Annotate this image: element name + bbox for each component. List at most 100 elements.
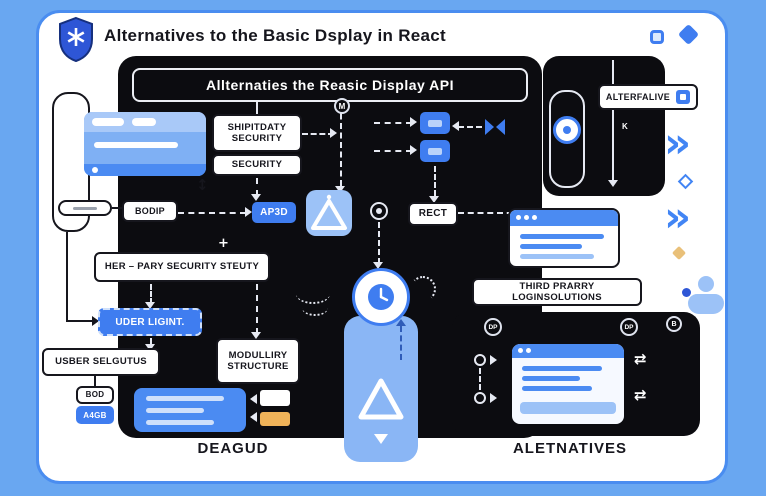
recycle-icon: [356, 376, 406, 422]
swap-arrows-icon: ⇄: [634, 350, 647, 368]
arrow-icon: [251, 332, 261, 339]
arrow-icon: [251, 194, 261, 201]
footer-dot: [92, 167, 98, 173]
node-label: Shipitdaty: [227, 121, 287, 133]
code-line: [146, 408, 204, 413]
swap-arrows-icon: ⇄: [634, 386, 647, 404]
connector-line: [479, 368, 481, 390]
stacked-square-icon: [420, 112, 450, 134]
connector-line: [302, 133, 334, 135]
header-dot: [532, 215, 537, 220]
connector-line: [256, 284, 258, 334]
connector-line: [150, 284, 152, 304]
node-uder-ligint: Uder Ligint.: [98, 308, 202, 336]
connector-line: [458, 126, 482, 128]
connector-line: [340, 104, 342, 186]
arrow-icon: [373, 262, 383, 269]
mini-app-dot: [680, 94, 687, 100]
node-third-party: Third Prarry Loginsolutions: [472, 278, 642, 306]
node-label: Modulliry: [228, 349, 288, 361]
connector-line: [150, 338, 152, 346]
connector-line: [94, 376, 96, 386]
shield-icon: [56, 16, 96, 64]
node-rect: Rect: [408, 202, 458, 226]
connector-line: [256, 102, 258, 114]
connector-line: [458, 212, 542, 214]
k-badge: K: [622, 122, 628, 131]
arrow-icon: [410, 117, 417, 127]
connector-line: [378, 222, 380, 264]
node-label: Structure: [227, 361, 289, 372]
code-line: [146, 396, 224, 401]
connector-line: [374, 122, 412, 124]
card-header: [512, 344, 624, 358]
recycle-pill: [344, 316, 418, 462]
connector-line: [178, 212, 246, 214]
double-chevron-icon: »: [664, 192, 692, 241]
node-label: Security: [231, 133, 283, 144]
arrow-icon: [410, 145, 417, 155]
connector-line: [612, 60, 614, 180]
connector-line: [434, 166, 436, 196]
header-dot: [518, 348, 523, 353]
node-alterfalive: Alterfalive: [598, 84, 698, 110]
arrow-icon: [250, 412, 257, 422]
ring-dot: [563, 126, 571, 134]
card-footer: [84, 164, 206, 176]
arrow-icon: [145, 302, 155, 309]
node-her-pary: Her – Pary Security Steuty: [94, 252, 270, 282]
arrow-icon: [250, 394, 257, 404]
stacked-square-icon: [420, 140, 450, 162]
code-block-card: [134, 388, 246, 432]
card-line: [520, 234, 604, 239]
connector-line: [374, 150, 412, 152]
code-line: [146, 420, 214, 425]
ring-circle-icon: [553, 116, 581, 144]
b-badge: B: [666, 316, 682, 332]
node-ap3d: AP3D: [252, 202, 296, 223]
browser-card-left: [84, 112, 206, 176]
target-icon: [370, 202, 388, 220]
small-pill: [58, 200, 112, 216]
connector-line: [66, 320, 94, 322]
card-line: [520, 254, 594, 259]
header-pill: [92, 118, 124, 126]
connector-line: [88, 176, 90, 200]
browser-card-right: [508, 208, 620, 268]
node-shipitdaty: Shipitdaty Security: [212, 114, 302, 152]
dotted-arc: [410, 276, 436, 302]
square-icon: [650, 30, 664, 44]
card-footer-bar: [520, 402, 616, 414]
header-pill: [132, 118, 156, 126]
header-dot: [526, 348, 531, 353]
bowtie-icon: [484, 118, 506, 136]
card-header: [84, 112, 206, 132]
triangle-icon: [306, 190, 352, 236]
arrow-icon: [92, 316, 99, 326]
connector-line: [400, 326, 402, 360]
arrow-icon: [608, 180, 618, 187]
flow-circle-icon: [474, 354, 486, 366]
node-a4gb: A4GB: [76, 406, 114, 424]
connector-line: [112, 207, 122, 209]
arrow-icon: [396, 319, 406, 326]
plus-icon: +: [218, 236, 229, 251]
node-usber-selgutus: Usber Selgutus: [42, 348, 160, 376]
card-header: [510, 210, 618, 226]
up-down-arrow-icon: ↕: [196, 176, 209, 194]
dp-badge-left: DP: [484, 318, 502, 336]
person-body: [688, 294, 724, 314]
arrow-icon: [245, 207, 252, 217]
dotted-squiggle: [302, 300, 328, 316]
pill-line: [73, 206, 97, 210]
arrow-icon: [452, 121, 459, 131]
footer-caption-left: Deagud: [197, 440, 269, 457]
mini-app-icon: [676, 90, 691, 104]
header-dot: [516, 215, 521, 220]
arrow-icon: [490, 355, 497, 365]
connector-line: [256, 178, 258, 196]
node-bod: Bod: [76, 386, 114, 404]
orange-token: [260, 412, 290, 426]
node-bodip: Bodip: [122, 200, 178, 222]
